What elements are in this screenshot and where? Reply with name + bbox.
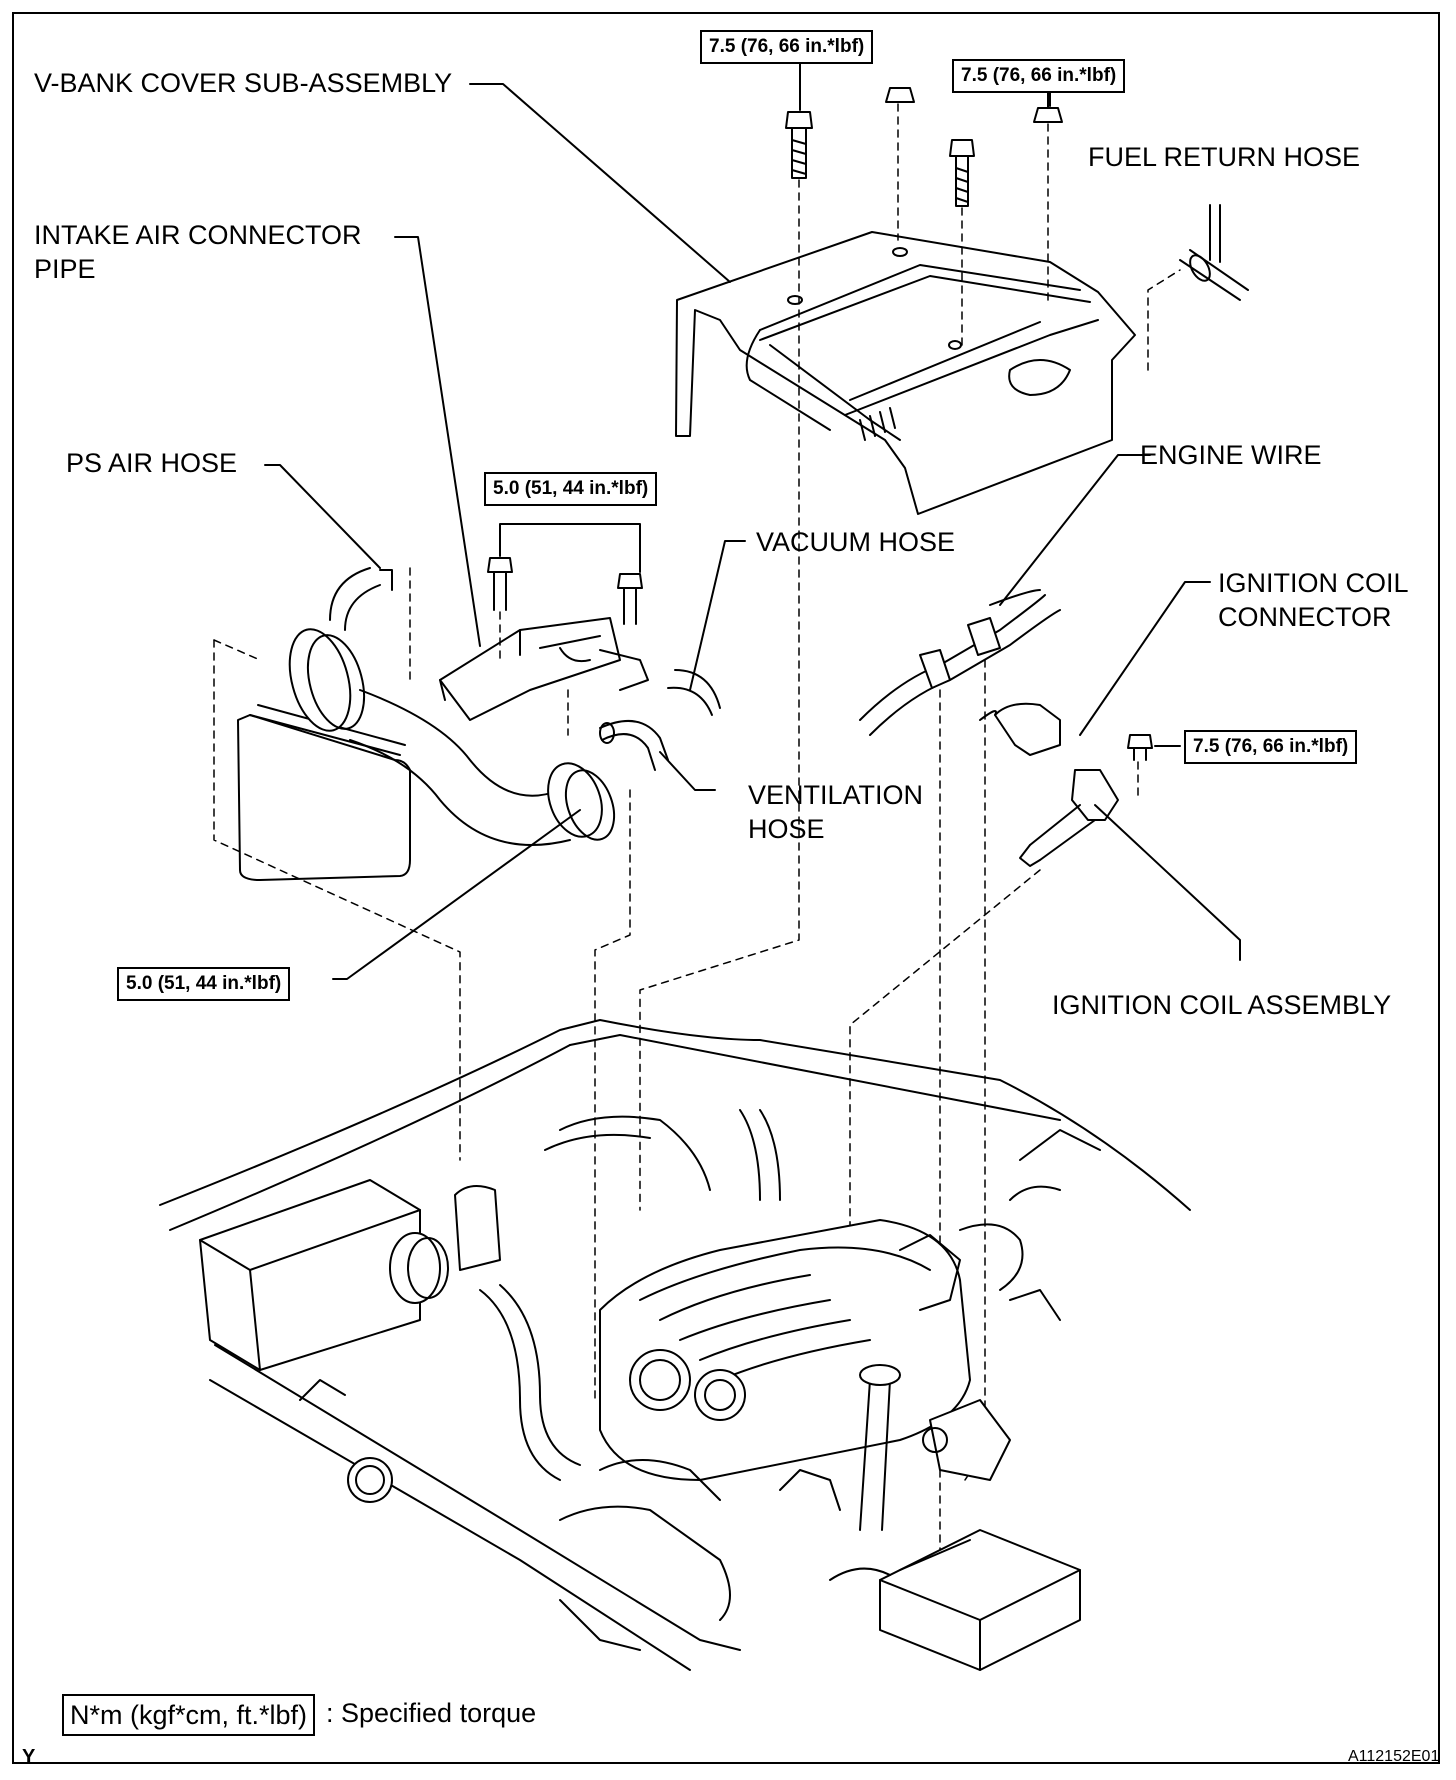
label-ignition-coil-connector-1: IGNITION COIL <box>1218 568 1409 598</box>
torque-box-intake-bolts: 5.0 (51, 44 in.*lbf) <box>484 472 658 506</box>
ventilation-hose-part <box>599 720 669 771</box>
legend-description: : Specified torque <box>326 1698 537 1728</box>
fuel-return-hose-part <box>1179 204 1249 301</box>
label-ventilation-hose-2: HOSE <box>748 814 825 844</box>
label-engine-wire: ENGINE WIRE <box>1140 440 1322 470</box>
label-ignition-coil-connector-2: CONNECTOR <box>1218 602 1392 632</box>
label-v-bank-cover: V-BANK COVER SUB-ASSEMBLY <box>34 68 453 98</box>
torque-box-ignition-coil-bolt: 7.5 (76, 66 in.*lbf) <box>1184 730 1358 764</box>
footer-left-mark: Y <box>22 1746 36 1768</box>
intake-air-connector-part <box>237 617 649 881</box>
engine-bay-drawing <box>159 1019 1191 1671</box>
label-fuel-return-hose: FUEL RETURN HOSE <box>1088 142 1361 172</box>
torque-box-hose-clamp: 5.0 (51, 44 in.*lbf) <box>117 967 291 1001</box>
ignition-coil-parts <box>979 702 1153 867</box>
intake-bolts <box>487 523 643 625</box>
cover-bolts <box>785 87 1063 207</box>
label-intake-air-connector-pipe-2: PIPE <box>34 254 96 284</box>
torque-box-cover-nut: 7.5 (76, 66 in.*lbf) <box>952 59 1126 93</box>
legend-torque-unit-box: N*m (kgf*cm, ft.*lbf) <box>62 1694 316 1736</box>
leader-lines <box>264 61 1241 980</box>
label-ventilation-hose-1: VENTILATION <box>748 780 924 810</box>
cover-guide-lines <box>639 103 1181 1211</box>
torque-box-cover-bolt: 7.5 (76, 66 in.*lbf) <box>700 30 874 64</box>
intake-guide-lines <box>213 567 631 1401</box>
label-intake-air-connector-pipe-1: INTAKE AIR CONNECTOR <box>34 220 362 250</box>
engine-wire-part <box>859 589 1061 736</box>
vacuum-hose-part <box>667 669 721 716</box>
diagram-frame <box>12 12 1440 1764</box>
figure-id: A112152E01 <box>1348 1748 1440 1765</box>
ps-air-hose-part <box>329 567 393 631</box>
v-bank-cover-part <box>675 231 1136 515</box>
label-ignition-coil-assembly: IGNITION COIL ASSEMBLY <box>1052 990 1392 1020</box>
label-ps-air-hose: PS AIR HOSE <box>66 448 238 478</box>
label-vacuum-hose: VACUUM HOSE <box>756 527 956 557</box>
